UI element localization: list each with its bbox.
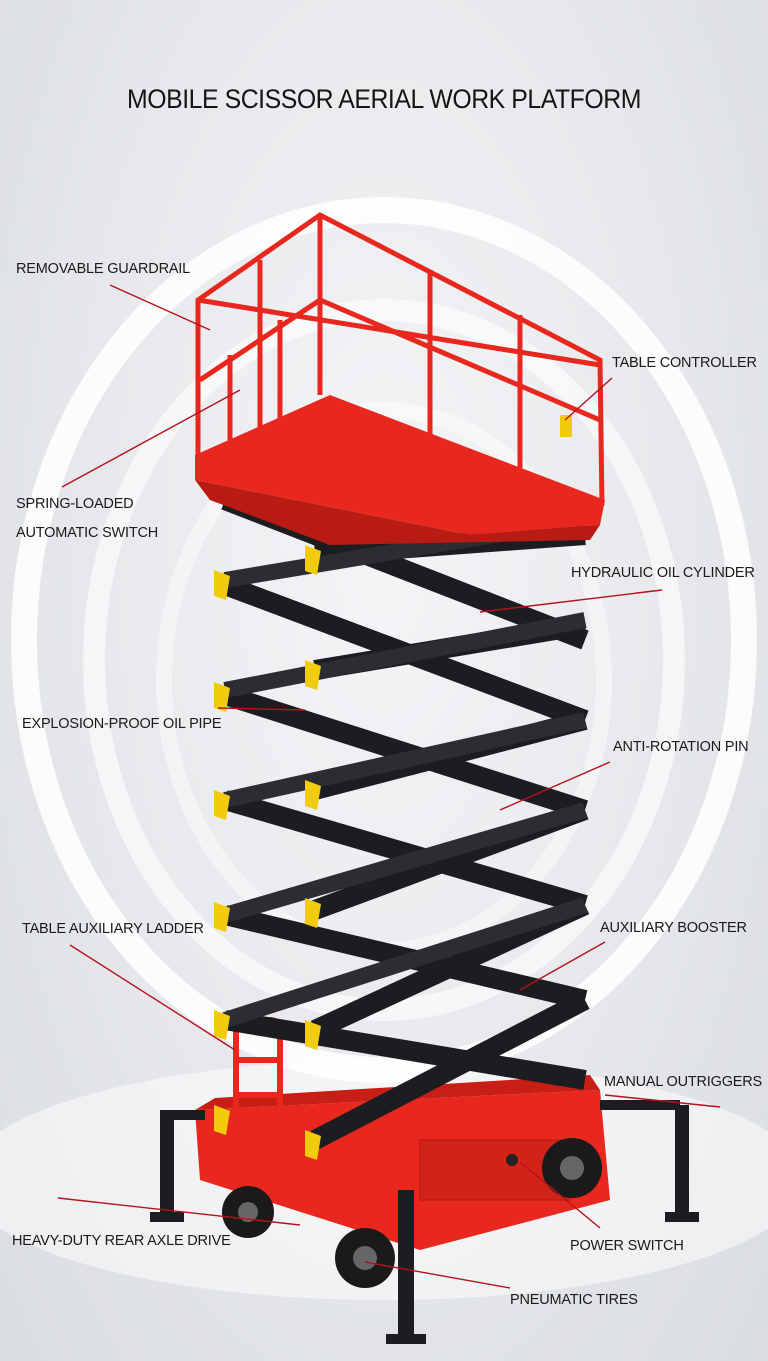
label-spring-loaded: SPRING-LOADED (16, 496, 134, 512)
label-removable-guardrail: REMOVABLE GUARDRAIL (16, 261, 191, 277)
label-manual-outriggers: MANUAL OUTRIGGERS (604, 1074, 762, 1090)
guardrail (195, 212, 605, 506)
label-table-controller: TABLE CONTROLLER (612, 355, 757, 371)
wheels (222, 1138, 602, 1288)
outriggers (150, 1100, 699, 1344)
platform-deck (195, 395, 605, 545)
base-chassis (195, 1075, 610, 1250)
leader-lines (57, 284, 721, 1289)
label-table-auxiliary-ladder: TABLE AUXILIARY LADDER (22, 921, 204, 937)
controller-box (560, 415, 572, 437)
page-title: MOBILE SCISSOR AERIAL WORK PLATFORM (127, 84, 641, 114)
label-power-switch: POWER SWITCH (570, 1238, 684, 1254)
label-heavy-duty-rear-axle-drive: HEAVY-DUTY REAR AXLE DRIVE (12, 1233, 231, 1249)
end-pads (214, 545, 321, 1160)
label-auxiliary-booster: AUXILIARY BOOSTER (600, 920, 747, 936)
label-anti-rotation-pin: ANTI-ROTATION PIN (613, 739, 749, 755)
label-pneumatic-tires: PNEUMATIC TIRES (510, 1292, 638, 1308)
label-hydraulic-oil-cylinder: HYDRAULIC OIL CYLINDER (571, 565, 755, 581)
label-automatic-switch: AUTOMATIC SWITCH (16, 525, 159, 541)
scissor-stack (214, 490, 590, 1160)
label-explosion-proof-oil-pipe: EXPLOSION-PROOF OIL PIPE (22, 716, 222, 732)
